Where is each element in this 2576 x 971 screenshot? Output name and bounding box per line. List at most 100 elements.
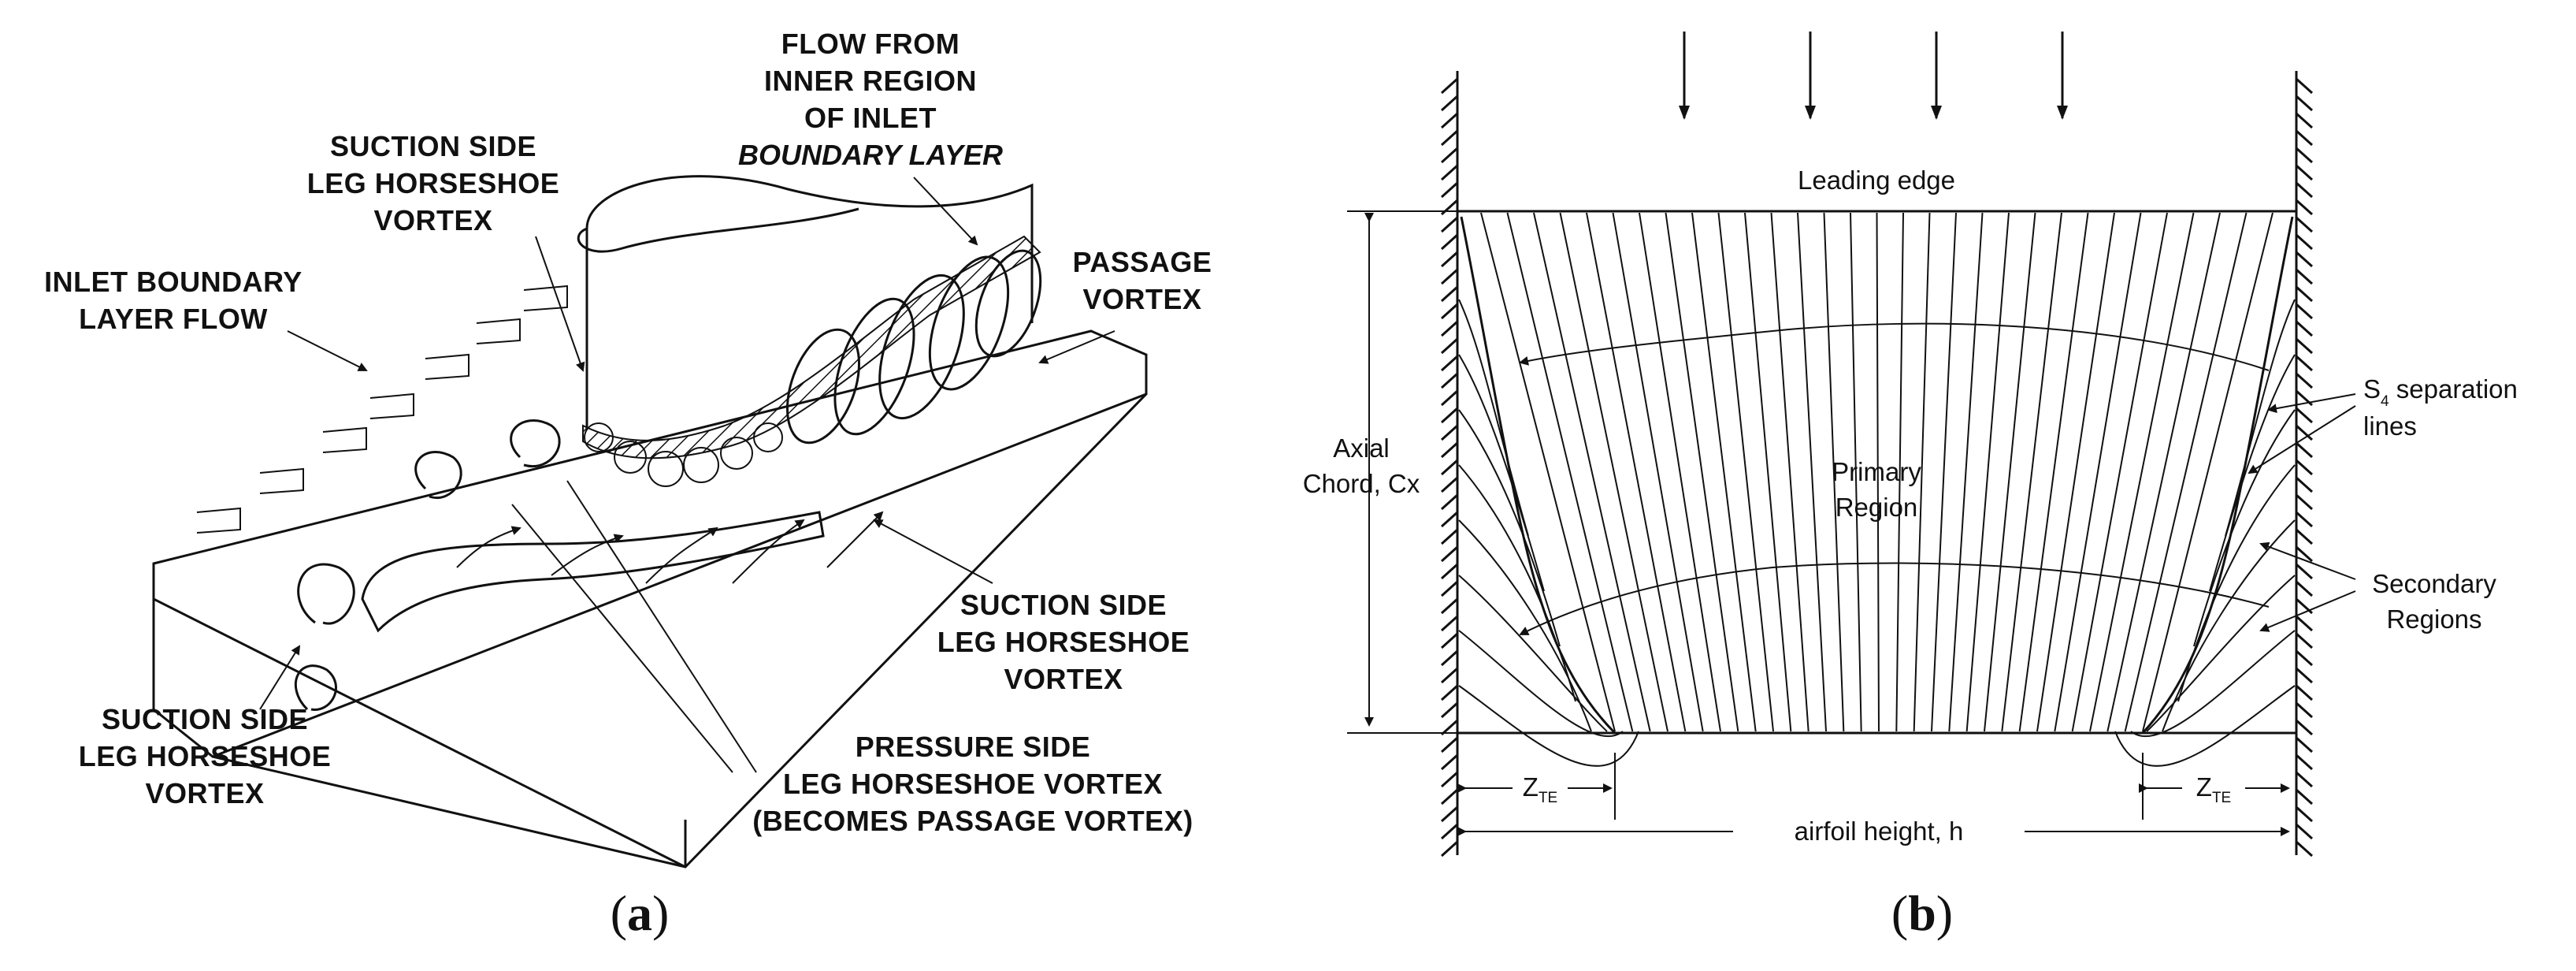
caption-a: (a) [611,885,670,941]
wall-hatch-mark [1440,667,1459,684]
wall-hatch-mark [2295,303,2314,320]
streamline [2054,212,2142,732]
secondary-curve [2193,409,2296,647]
wall-hatch-mark [2295,580,2314,597]
streamline [1770,212,1810,732]
streamline [1480,212,1616,732]
wall-hatch-mark [2295,545,2314,563]
wall-hatch-mark [2295,840,2314,858]
wall-hatch-mark [1440,441,1459,459]
wall-hatch-mark [2295,407,2314,424]
wall-hatch-mark [1440,95,1459,112]
streamline [1559,212,1668,732]
streamline [2071,212,2168,732]
primary-arc-lower [1519,562,2270,635]
wall-hatch-mark [2295,701,2314,719]
wall-hatch-mark [2295,355,2314,372]
wall-hatch-mark [2295,476,2314,493]
wall-hatch-mark [2295,268,2314,285]
label-pressure-2: LEG HORSESHOE VORTEX [783,768,1163,800]
label-suction-top-2: LEG HORSESHOE [307,167,560,199]
streamline [1691,212,1757,732]
wall-hatch-mark [1440,216,1459,233]
label-suction-right-3: VORTEX [1004,663,1123,695]
wall-hatch-mark [2295,753,2314,771]
secondary-region-lines [1458,299,2296,767]
label-suction-left-3: VORTEX [145,777,264,809]
wall-hatch-mark [1440,597,1459,615]
zte-right-dimension [2139,753,2290,820]
panel-b-labels: Leading edge Axial Chord, Cx Primary Reg… [1303,166,2518,846]
streamline [1717,212,1774,732]
zte-left-dimension [1457,753,1616,820]
label-secondary-2: Regions [2386,605,2481,634]
label-flow-from-inner-4: BOUNDARY LAYER [738,139,1003,171]
wall-hatch-mark [1440,77,1459,95]
wall-hatch-mark [1440,632,1459,649]
wall-hatch-mark [1440,684,1459,701]
horseshoe-vortex-rolls [584,422,783,487]
wall-hatch-mark [2295,788,2314,805]
wall-hatch-mark [1440,753,1459,771]
streamline [2142,212,2273,732]
wall-hatch-mark [2295,632,2314,649]
wall-hatch-mark [2295,615,2314,632]
wall-hatch-mark [1440,199,1459,216]
streamline [1533,212,1651,732]
wall-hatch-mark [1440,840,1459,858]
wall-hatch-mark [1440,823,1459,840]
wall-hatch-mark [1440,372,1459,389]
streamline [1744,212,1792,732]
inlet-flow-arrows [1679,32,2068,120]
label-airfoil-height: airfoil height, h [1795,817,1964,846]
primary-arc-upper [1519,322,2270,371]
streamline [1506,212,1634,732]
secondary-curve [1458,575,1608,732]
wall-hatch-mark [1440,129,1459,147]
secondary-curve [2162,519,2296,732]
wall-hatch-mark [2295,181,2314,199]
label-flow-from-inner-2: INNER REGION [764,65,977,97]
secondary-curve [1458,685,1639,767]
wall-hatch-mark [2295,441,2314,459]
wall-hatch-mark [2295,493,2314,511]
wall-hatch-mark [2295,649,2314,667]
wall-hatch-mark [2295,164,2314,181]
wall-hatch-mark [1440,459,1459,476]
streamline [1823,212,1845,732]
streamline [1931,212,1957,732]
label-flow-from-inner-3: OF INLET [804,102,937,134]
wall-hatch-mark [1440,389,1459,407]
secondary-curve [1458,409,1561,647]
streamline [1797,212,1827,732]
wall-hatch-mark [1440,545,1459,563]
secondary-curve [2209,354,2296,592]
wall-hatch-mark [1440,355,1459,372]
label-zte-left: ZTE [1523,772,1557,806]
wall-hatch-mark [2295,112,2314,129]
wall-hatch-mark [1440,528,1459,545]
secondary-curve [2130,630,2296,738]
wall-hatch-mark [2295,337,2314,355]
inlet-vortex-loops [294,419,561,711]
label-secondary-1: Secondary [2372,569,2496,598]
wall-hatch-mark [1440,649,1459,667]
secondary-curve [2225,299,2296,537]
wall-hatch-mark [1440,337,1459,355]
wall-hatch-mark [1440,476,1459,493]
streamline [1639,212,1721,732]
secondary-curve [2146,575,2296,732]
wall-hatch-mark [1440,563,1459,580]
wall-hatch-mark [2295,684,2314,701]
wall-hatch-mark [2295,459,2314,476]
wall-hatch-mark [1440,320,1459,337]
label-primary-1: Primary [1832,457,1921,486]
streamline [1612,212,1704,732]
endwall-flow-arrows [456,511,884,584]
caption-b: (b) [1891,885,1953,941]
wall-hatch-mark [1440,147,1459,164]
endwall-plate [152,329,1148,869]
label-pressure-3: (BECOMES PASSAGE VORTEX) [752,805,1193,837]
wall-hatch-mark [2295,199,2314,216]
wall-hatch-mark [1440,233,1459,251]
